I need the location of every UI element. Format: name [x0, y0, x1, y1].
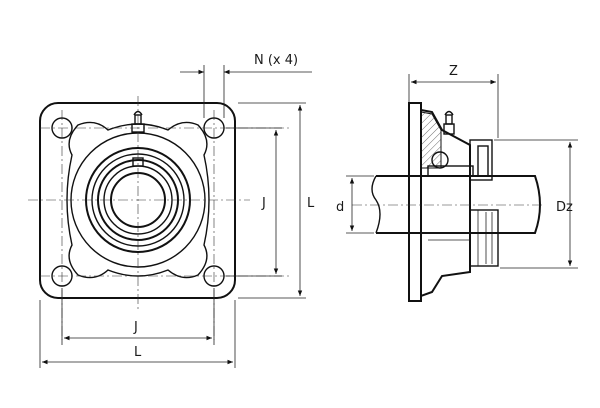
label-flange-height: L [307, 196, 315, 211]
housing-lobes [66, 121, 210, 279]
label-bolt-spacing-horizontal: J [133, 320, 138, 335]
side-flange-plate [408, 102, 422, 302]
front-view [28, 96, 290, 340]
side-set-screw [477, 145, 489, 177]
label-overall-width: Z [449, 64, 458, 79]
shaft [376, 175, 541, 234]
shaft-break [371, 175, 381, 234]
side-housing-section-upper [420, 111, 442, 169]
front-dimensions: N (x 4) J L J L [39, 53, 315, 368]
label-bolt-holes: N (x 4) [254, 53, 298, 68]
side-view [352, 102, 545, 302]
side-dimensions: Z d Dz [336, 64, 578, 269]
side-collar [469, 139, 493, 181]
flange-outline [39, 102, 236, 299]
label-shaft-diameter: d [336, 200, 344, 215]
label-flange-width: L [134, 345, 142, 360]
side-collar-lower [469, 209, 499, 267]
side-housing [420, 108, 471, 298]
label-collar-diameter: Dz [556, 200, 573, 215]
bearing-ball [431, 151, 449, 169]
side-grease-nipple-icon [443, 110, 455, 135]
label-bolt-spacing-vertical: J [261, 196, 266, 211]
